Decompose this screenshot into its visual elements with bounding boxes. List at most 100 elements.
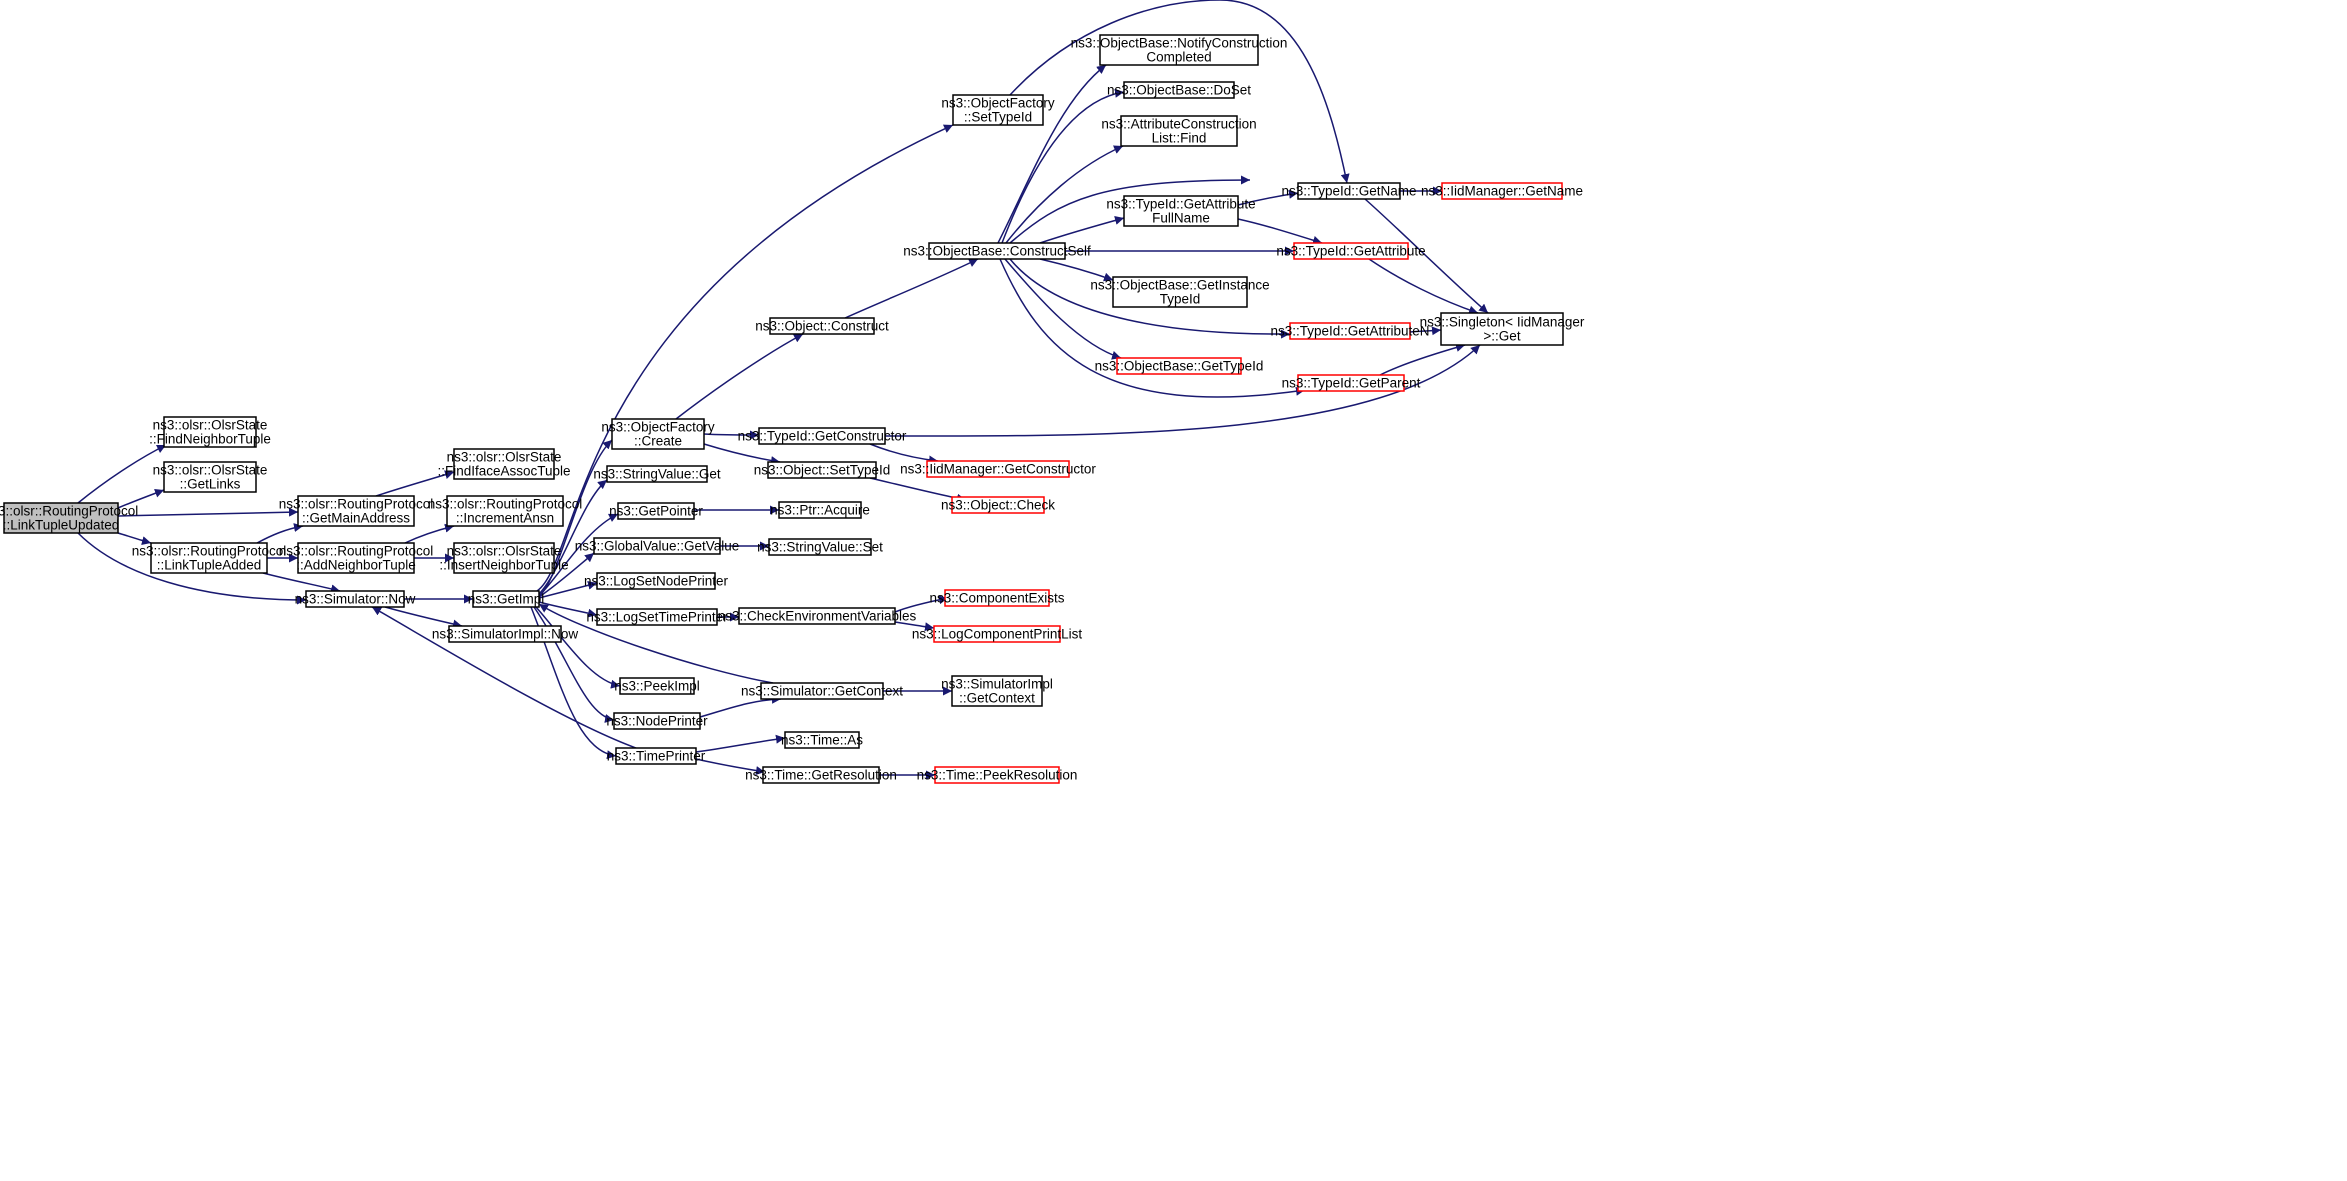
node-simImplNow[interactable]: ns3::SimulatorImpl::Now xyxy=(432,625,579,643)
node-typeIdGetConstructor[interactable]: ns3::TypeId::GetConstructor xyxy=(738,427,907,445)
node-label: ::FindNeighborTuple xyxy=(149,432,271,447)
node-singletonGet[interactable]: ns3::Singleton< IidManager>::Get xyxy=(1420,312,1585,346)
node-getLinks[interactable]: ns3::olsr::OlsrState::GetLinks xyxy=(153,461,268,493)
node-label: ns3::olsr::OlsrState xyxy=(153,418,268,433)
node-label: ::GetLinks xyxy=(180,477,241,492)
node-stringValueGet[interactable]: ns3::StringValue::Get xyxy=(593,465,721,483)
node-objectConstruct[interactable]: ns3::Object::Construct xyxy=(755,317,889,335)
node-label: ::GetContext xyxy=(959,691,1035,706)
node-label: ::LinkTupleUpdated xyxy=(3,518,120,533)
edge-typeIdGetName-to-singletonGet xyxy=(1364,198,1489,314)
edge-objFactoryCreate-to-objectSetTypeId xyxy=(703,443,781,466)
node-typeIdGetName[interactable]: ns3::TypeId::GetName xyxy=(1281,182,1417,200)
node-timeGetResolution[interactable]: ns3::Time::GetResolution xyxy=(745,766,897,784)
node-box xyxy=(1120,115,1238,147)
node-simNow[interactable]: ns3::Simulator::Now xyxy=(295,590,416,608)
node-box xyxy=(784,731,860,749)
node-nodePrinter[interactable]: ns3::NodePrinter xyxy=(606,712,708,730)
edge-typeIdGetAttributeFullName-to-typeIdGetName xyxy=(1237,189,1299,206)
node-logSetTimePrinter[interactable]: ns3::LogSetTimePrinter xyxy=(586,608,728,626)
node-label: ::IncrementAnsn xyxy=(456,511,554,526)
edge-getImpl-to-logSetNodePrinter xyxy=(538,580,598,599)
node-getPointer[interactable]: ns3::GetPointer xyxy=(609,502,703,520)
edge-objectBaseConstructSelf-to-notifyConstructionCompleted xyxy=(997,64,1107,244)
node-box xyxy=(1112,276,1248,308)
node-timePrinter[interactable]: ns3::TimePrinter xyxy=(607,747,706,765)
node-label: ns3::StringValue::Get xyxy=(593,467,721,482)
node-timePeekResolution[interactable]: ns3::Time::PeekResolution xyxy=(917,766,1078,784)
node-linkTupleAdded[interactable]: ns3::olsr::RoutingProtocol::LinkTupleAdd… xyxy=(132,542,287,574)
node-globalValueGetValue[interactable]: ns3::GlobalValue::GetValue xyxy=(575,537,740,555)
node-box xyxy=(163,461,257,493)
node-addNeighborTuple[interactable]: ns3::olsr::RoutingProtocol::AddNeighborT… xyxy=(279,542,434,574)
node-label: ::SetTypeId xyxy=(964,110,1032,125)
node-notifyConstructionCompleted[interactable]: ns3::ObjectBase::NotifyConstructionCompl… xyxy=(1071,34,1288,66)
node-typeIdGetParent[interactable]: ns3::TypeId::GetParent xyxy=(1282,374,1421,392)
edge-objFactoryCreate-to-objectConstruct xyxy=(675,333,804,420)
edge-linkTupleAdded-to-getMainAddress xyxy=(256,523,304,544)
node-box xyxy=(738,607,896,625)
node-label: ns3::NodePrinter xyxy=(606,714,708,729)
node-objectBaseGetTypeId[interactable]: ns3::ObjectBase::GetTypeId xyxy=(1095,357,1264,375)
node-objectSetTypeId[interactable]: ns3::Object::SetTypeId xyxy=(754,461,891,479)
node-componentExists[interactable]: ns3::ComponentExists xyxy=(929,589,1065,607)
edge-timePrinter-to-simNow xyxy=(371,606,637,749)
node-box xyxy=(767,461,877,479)
node-box xyxy=(305,590,405,608)
node-insertNeighborTuple[interactable]: ns3::olsr::OlsrState::InsertNeighborTupl… xyxy=(439,542,569,574)
node-logComponentPrintList[interactable]: ns3::LogComponentPrintList xyxy=(912,625,1083,643)
node-objectCheck[interactable]: ns3::Object::Check xyxy=(941,496,1055,514)
node-label: ns3::olsr::OlsrState xyxy=(447,544,562,559)
node-logSetNodePrinter[interactable]: ns3::LogSetNodePrinter xyxy=(584,572,729,590)
node-incrementAnsn[interactable]: ns3::olsr::RoutingProtocol::IncrementAns… xyxy=(428,495,583,527)
edge-objectBaseConstructSelf-to-typeIdGetAttributeN xyxy=(1009,258,1291,339)
node-label: ns3::ComponentExists xyxy=(929,591,1064,606)
node-ptrAcquire[interactable]: ns3::Ptr::Acquire xyxy=(770,501,870,519)
node-label: ::AddNeighborTuple xyxy=(296,558,416,573)
node-getMainAddress[interactable]: ns3::olsr::RoutingProtocol::GetMainAddre… xyxy=(279,495,434,527)
node-label: >::Get xyxy=(1483,329,1520,344)
node-label: ns3::Object::SetTypeId xyxy=(754,463,891,478)
node-checkEnvVars[interactable]: ns3::CheckEnvironmentVariables xyxy=(718,607,917,625)
node-peekImpl[interactable]: ns3::PeekImpl xyxy=(614,677,700,695)
node-label: ns3::SimulatorImpl xyxy=(941,677,1053,692)
node-label: ns3::Object::Construct xyxy=(755,319,889,334)
node-root[interactable]: ns3::olsr::RoutingProtocol::LinkTupleUpd… xyxy=(0,502,138,534)
edge-checkEnvVars-to-componentExists xyxy=(894,595,949,613)
edge-getImpl-to-objectFactorySetTypeId xyxy=(536,124,954,592)
node-label: ns3::TimePrinter xyxy=(607,749,706,764)
node-objectBaseDoSet[interactable]: ns3::ObjectBase::DoSet xyxy=(1107,81,1251,99)
node-simImplGetContext[interactable]: ns3::SimulatorImpl::GetContext xyxy=(941,675,1053,707)
node-simGetContext[interactable]: ns3::Simulator::GetContext xyxy=(741,682,903,700)
edge-objectConstruct-to-objectBaseConstructSelf xyxy=(844,258,979,319)
node-objectFactorySetTypeId[interactable]: ns3::ObjectFactory::SetTypeId xyxy=(941,94,1055,126)
node-label: ns3::TypeId::GetAttributeN xyxy=(1270,324,1429,339)
node-typeIdGetAttributeN[interactable]: ns3::TypeId::GetAttributeN xyxy=(1270,322,1430,340)
node-label: ns3::Time::As xyxy=(781,733,863,748)
node-findIfaceAssocTuple[interactable]: ns3::olsr::OlsrState::FindIfaceAssocTupl… xyxy=(437,448,571,480)
call-edges xyxy=(77,0,1489,780)
node-label: ns3::Simulator::GetContext xyxy=(741,684,903,699)
node-label: ns3::ObjectBase::NotifyConstruction xyxy=(1071,36,1288,51)
edge-root-to-simNow xyxy=(77,532,307,605)
node-findNeighborTuple[interactable]: ns3::olsr::OlsrState::FindNeighborTuple xyxy=(149,416,271,448)
node-box xyxy=(596,572,716,590)
node-label: ns3::GetImpl xyxy=(468,592,545,607)
node-typeIdGetAttribute[interactable]: ns3::TypeId::GetAttribute xyxy=(1276,242,1426,260)
edge-getImpl-to-globalValueGetValue xyxy=(538,552,595,598)
node-iidManagerGetName[interactable]: ns3::IidManager::GetName xyxy=(1421,182,1583,200)
node-iidManagerGetConstructor[interactable]: ns3::IidManager::GetConstructor xyxy=(900,460,1096,478)
node-label: ns3::ObjectFactory xyxy=(601,420,715,435)
node-box xyxy=(762,766,880,784)
node-objFactoryCreate[interactable]: ns3::ObjectFactory::Create xyxy=(601,418,715,450)
node-getImpl[interactable]: ns3::GetImpl xyxy=(468,590,545,608)
node-stringValueSet[interactable]: ns3::StringValue::Set xyxy=(757,538,883,556)
edge-typeIdGetAttributeN-to-singletonGet xyxy=(1409,326,1442,336)
edge-typeIdGetConstructor-to-singletonGet xyxy=(884,344,1481,437)
node-timeAs[interactable]: ns3::Time::As xyxy=(781,731,863,749)
node-box xyxy=(453,448,555,480)
node-objectBaseConstructSelf[interactable]: ns3::ObjectBase::ConstructSelf xyxy=(903,242,1091,260)
